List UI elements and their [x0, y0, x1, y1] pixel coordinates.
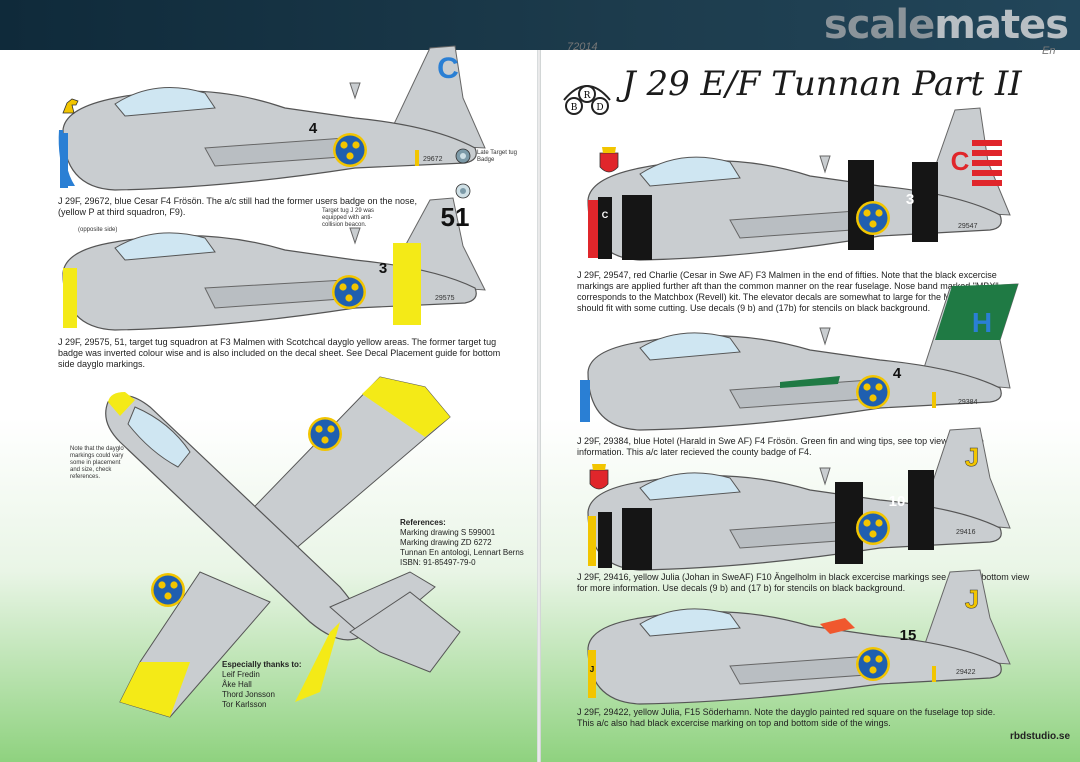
thanks-name: Leif Fredin — [222, 670, 260, 679]
serial-number: 29422 — [956, 669, 976, 676]
aircraft-29384-profile: H 4 29384 — [580, 283, 1019, 431]
target-tug-badge-alt-icon — [455, 183, 471, 199]
caption-aircraft-29547: J 29F, 29547, red Charlie (Cesar in Swe … — [577, 270, 1010, 313]
county-badge-icon — [599, 147, 619, 173]
kit-number: 72014 — [567, 41, 598, 53]
svg-text:R: R — [584, 91, 591, 101]
tail-letter: J — [965, 442, 979, 472]
aircraft-29416-profile: J 10 29416 — [587, 427, 1011, 571]
caption-aircraft-29384: J 29F, 29384, blue Hotel (Harald in Swe … — [577, 436, 984, 457]
rbd-logo-icon: R B D — [563, 85, 611, 115]
thanks-heading: Especially thanks to: — [222, 660, 302, 669]
target-tug-badge-icon — [455, 148, 471, 164]
fuselage-number: 3 — [379, 260, 387, 277]
svg-text:D: D — [596, 103, 603, 113]
tail-number: 51 — [441, 202, 470, 232]
thanks-name: Åke Hall — [222, 680, 252, 689]
county-badge-icon — [589, 464, 609, 490]
tail-letter: H — [972, 307, 992, 338]
caption-aircraft-29422: J 29F, 29422, yellow Julia, F15 Söderham… — [577, 707, 996, 728]
reference-item: Tunnan En antologi, Lennart Berns — [400, 548, 524, 557]
aircraft-29575-profile: 51 3 29575 — [62, 197, 486, 331]
tail-letter: C — [437, 52, 459, 85]
caption-aircraft-29416: J 29F, 29416, yellow Julia (Johan in Swe… — [577, 572, 1030, 593]
beacon-label: (opposite side) — [78, 227, 118, 233]
references-block: References: Marking drawing S 599001 Mar… — [400, 518, 524, 568]
tow-note: Target tug J 29 was equipped with anti-c… — [322, 208, 375, 228]
svg-text:B: B — [571, 103, 578, 113]
serial-number: 29575 — [435, 295, 455, 302]
aircraft-29575-planform — [105, 376, 461, 718]
reference-item: Marking drawing S 599001 — [400, 528, 496, 537]
reference-item: Marking drawing ZD 6272 — [400, 538, 492, 547]
fuselage-number: 10 — [889, 493, 906, 510]
nose-letter: C — [602, 210, 609, 220]
squadron-horse-badge-icon — [62, 98, 79, 114]
header-banner — [0, 0, 1080, 50]
serial-number: 29384 — [958, 399, 978, 406]
website-link[interactable]: rbdstudio.se — [1010, 731, 1071, 742]
aircraft-29547-profile: C C 3 29547 — [587, 107, 1011, 261]
tail-letter: J — [965, 584, 979, 614]
fuselage-number: 3 — [906, 191, 914, 208]
nose-letter: J — [590, 665, 594, 674]
aircraft-29672-profile: C 4 29672 — [58, 45, 486, 191]
thanks-name: Thord Jonsson — [222, 690, 275, 699]
sheet-title: J 29 E/F Tunnan Part II — [622, 64, 1022, 104]
fuselage-number: 15 — [900, 627, 917, 644]
planform-note: Note that the dayglo markings could vary… — [70, 446, 124, 480]
language-code: En — [1042, 45, 1056, 57]
thanks-name: Tor Karlsson — [222, 700, 267, 709]
aircraft-29422-profile: J J 15 29422 — [587, 569, 1011, 705]
references-heading: References: — [400, 518, 446, 527]
badge-caption: Late Target tug Badge — [477, 150, 517, 163]
page-spine — [537, 50, 541, 762]
fuselage-number: 4 — [309, 120, 318, 137]
reference-item: ISBN: 91-85497-79-0 — [400, 558, 476, 567]
caption-aircraft-29672: J 29F, 29672, blue Cesar F4 Frösön. The … — [58, 196, 418, 217]
tail-letter: C — [951, 146, 970, 176]
serial-number: 29416 — [956, 529, 976, 536]
caption-aircraft-29575: J 29F, 29575, 51, target tug squadron at… — [58, 337, 501, 369]
serial-number: 29672 — [423, 156, 443, 163]
thanks-block: Especially thanks to: Leif Fredin Åke Ha… — [222, 660, 302, 710]
fuselage-number: 4 — [893, 365, 902, 382]
serial-number: 29547 — [958, 223, 978, 230]
site-brand-logo[interactable]: scalemates — [823, 2, 1069, 48]
